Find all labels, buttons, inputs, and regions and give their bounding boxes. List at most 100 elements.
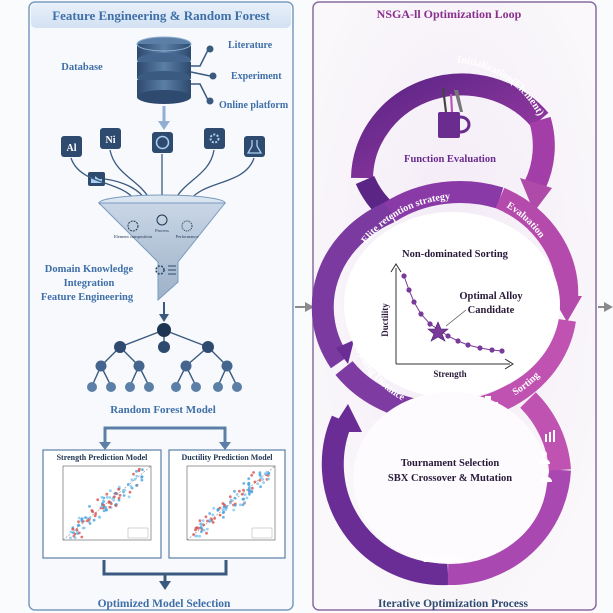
process-icon [156,214,168,226]
scatter-point [259,476,263,479]
scatter-point [127,495,131,499]
scatter-point [105,508,108,512]
scatter-point [204,515,208,519]
scatter-point [93,514,97,518]
scatter-point [117,487,120,491]
scatter-point [200,530,203,534]
scatter-point [258,473,262,477]
scatter-point [108,496,112,499]
pareto-points [401,273,505,354]
source-experiment: Experiment [231,71,282,82]
source-online-platform: Online platform [219,100,289,111]
scatter-point [75,528,79,532]
scatter-point [212,506,216,510]
pareto-point [411,299,417,305]
scatter-point [221,502,225,505]
scatter-point [109,502,113,506]
scatter-point [114,491,118,495]
scatter-point [135,474,139,478]
scatter-point [235,493,239,496]
random-forest-label: Random Forest Model [110,404,216,416]
pareto-point [477,345,483,351]
scatter-point [100,505,103,509]
scatter-point [248,486,252,489]
scatter-point [192,533,196,536]
pareto-point [499,348,505,354]
scatter-point [224,508,228,512]
scatter-point [201,519,205,522]
funnel-label-composition: Element composition [114,234,153,239]
scatter-point [241,503,245,507]
element-tile-ni: Ni [106,135,116,146]
scatter-point [126,483,130,486]
scatter-point [208,512,212,515]
scatter-point [206,519,209,523]
pareto-point [445,333,451,339]
bars-icon [545,430,555,442]
scatter-point [73,536,77,540]
scatter-point [135,469,138,473]
scatter-point [198,534,202,538]
gauge-icon [155,135,170,150]
scatter-point [242,482,246,485]
non-dominated-label: Non-dominated Sorting [402,249,509,260]
random-forest-nodes [87,323,242,392]
performance-icon [181,220,193,232]
scatter-point [233,503,237,507]
evolution-loop [321,392,571,586]
scatter-point [117,498,121,502]
scatter-point [211,521,215,524]
strength-model-box: Strength Prediction Model [42,449,162,559]
scatter-point [242,488,245,492]
database-connectors [190,49,211,101]
scatter-point [263,472,267,476]
scatter-point [135,484,138,487]
scatter-point [140,475,144,478]
scatter-point [229,498,233,502]
scatter-point [218,506,222,510]
ductility-model-title: Ductility Prediction Model [182,453,274,462]
scatter-point [123,488,127,492]
scatter-point [137,469,141,473]
pareto-point [418,311,424,317]
scatter-point [71,531,75,534]
scatter-point [267,472,271,475]
scatter-point [261,478,265,481]
scatter-point [241,492,244,496]
scatter-point [267,477,270,481]
scatter-point [141,468,144,471]
scatter-point [102,503,106,507]
scatter-point [71,527,75,531]
scatter-point [132,472,135,476]
scatter-point [248,491,251,494]
scatter-point [82,526,86,530]
scatter-point [247,481,251,485]
strength-axis-label: Strength [433,369,466,379]
scatter-point [196,526,200,530]
scatter-point [90,509,94,512]
scatter-point [105,492,109,496]
scatter-point [202,523,206,527]
element-tiles: Al Ni [61,128,265,186]
pareto-point [401,273,407,279]
optimal-star [427,321,449,342]
scatter-point [88,505,91,508]
scatter-point [130,478,134,482]
left-panel: Feature Engineering & Random Forest Data… [28,1,294,611]
scatter-point [232,508,236,512]
function-evaluation-label: Function Evaluation [404,154,496,165]
scatter-point [133,477,137,481]
scatter-point [86,519,89,523]
scatter-point [258,478,262,482]
flask-icon [246,140,263,154]
scatter-point [205,531,208,535]
scatter-point [206,527,209,531]
scatter-point [69,530,73,534]
scatter-point [80,517,84,521]
funnel-gear-icon [155,265,176,275]
scatter-point [96,498,100,502]
iterative-process-label: Iterative Optimization Process [378,598,528,610]
scatter-point [253,480,257,484]
domain-knowledge-line2: Integration [64,278,115,289]
